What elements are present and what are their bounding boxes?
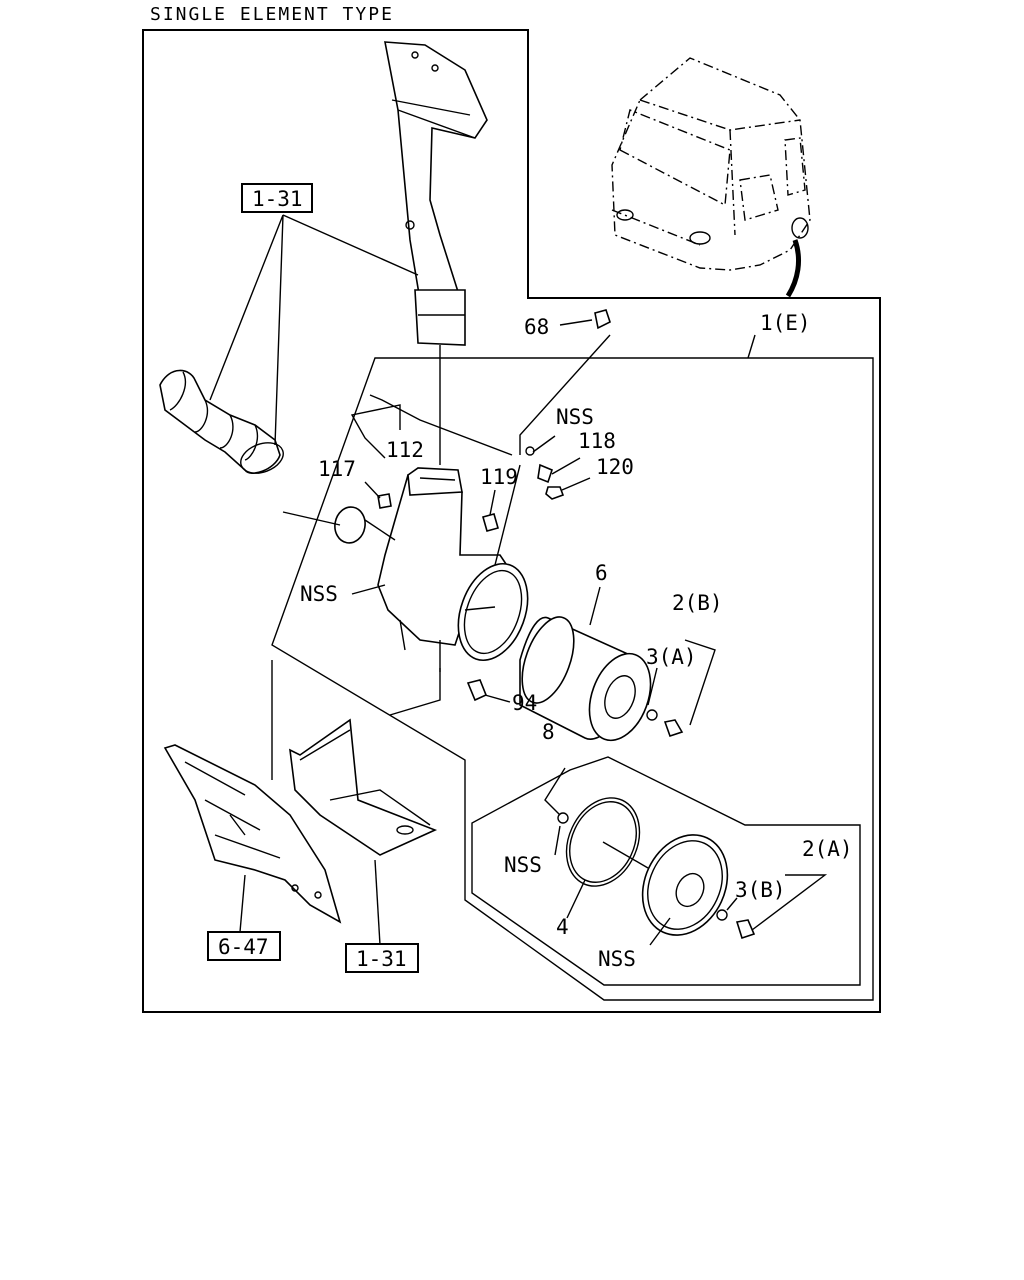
mounting-bracket-1-31	[289, 718, 438, 856]
intake-duct-pipe	[384, 41, 488, 346]
callout-68: 68	[524, 315, 549, 339]
callout-nss-mid: NSS	[504, 853, 542, 877]
leader-lines	[209, 214, 828, 946]
callout-2a: 2(A)	[802, 837, 853, 861]
callout-nss-left: NSS	[300, 582, 338, 606]
ref-1-31-bottom[interactable]: 1-31	[356, 947, 407, 971]
assembly-1e-bracket	[271, 357, 874, 1001]
callout-118: 118	[578, 429, 616, 453]
subassembly-8-bracket	[471, 756, 861, 986]
truck-cab-illustration	[611, 57, 811, 298]
ref-6-47[interactable]: 6-47	[218, 935, 269, 959]
ref-box-1-31-bottom[interactable]	[345, 943, 419, 973]
ref-1-31-top[interactable]: 1-31	[252, 187, 303, 211]
callout-112: 112	[386, 438, 424, 462]
callout-nss-bottom: NSS	[598, 947, 636, 971]
callout-8: 8	[542, 720, 555, 744]
air-cleaner-housing	[334, 467, 529, 672]
callout-nss-top: NSS	[556, 405, 594, 429]
callout-6: 6	[595, 561, 608, 585]
callout-3a: 3(A)	[646, 645, 697, 669]
end-cover	[641, 834, 729, 936]
ref-box-1-31-top[interactable]	[241, 183, 313, 213]
diagram-title: SINGLE ELEMENT TYPE	[150, 4, 394, 25]
callout-1e: 1(E)	[760, 311, 811, 335]
callout-117: 117	[318, 457, 356, 481]
outer-frame	[142, 29, 881, 1013]
callout-2b: 2(B)	[672, 591, 723, 615]
callout-3b: 3(B)	[735, 878, 786, 902]
callout-94: 94	[512, 691, 537, 715]
air-intake-hose	[159, 369, 284, 474]
filter-element-6	[519, 616, 652, 742]
ref-box-6-47[interactable]	[207, 931, 281, 961]
callout-4: 4	[556, 915, 569, 939]
callout-120: 120	[596, 455, 634, 479]
mounting-bracket-6-47	[163, 744, 342, 924]
callout-119: 119	[480, 465, 518, 489]
